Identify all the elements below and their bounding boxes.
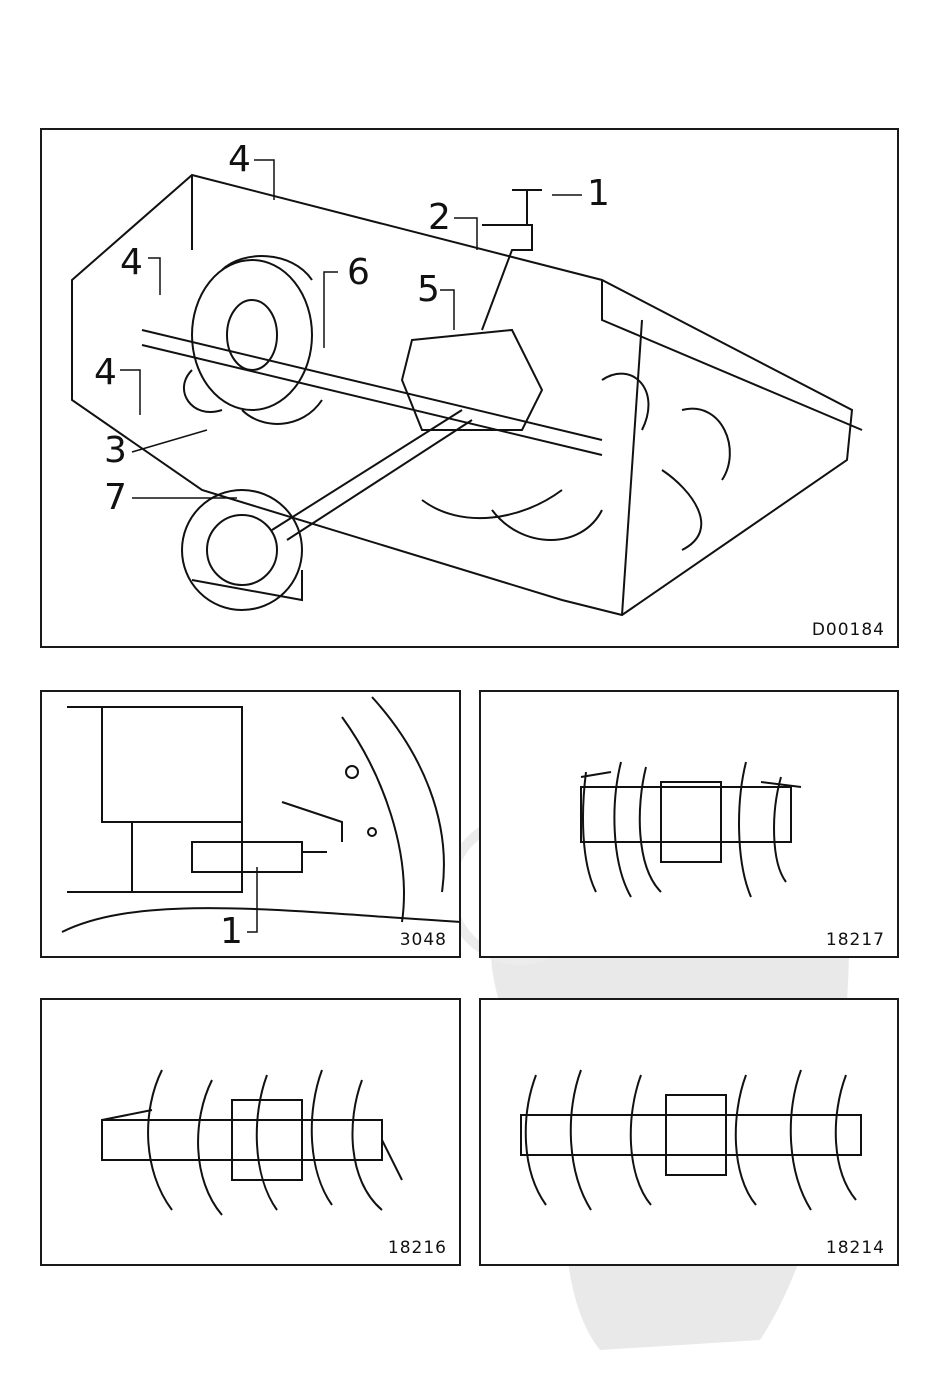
callout-label: 7 [104, 480, 127, 516]
rotary-tiller-drawing [42, 130, 899, 648]
main-exploded-view: 4 1 2 4 5 6 4 3 7 D00184 [40, 128, 899, 648]
callout-label: 5 [417, 272, 440, 308]
callout-label: 4 [120, 245, 143, 281]
figure-code: 18214 [826, 1238, 885, 1258]
gearbox-detail-drawing [42, 692, 461, 958]
detail-figure-18216: 18216 [40, 998, 461, 1266]
callout-label: 1 [220, 914, 243, 950]
callout-label: 3 [104, 433, 127, 469]
rotor-config-drawing [42, 1000, 461, 1266]
detail-figure-3048: 1 3048 [40, 690, 461, 958]
figure-code: 3048 [400, 930, 447, 950]
callout-label: 4 [228, 142, 251, 178]
figure-code: 18217 [826, 930, 885, 950]
detail-figure-18217: 18217 [479, 690, 899, 958]
figure-code: D00184 [812, 620, 885, 640]
detail-figure-18214: 18214 [479, 998, 899, 1266]
rotor-config-drawing [481, 1000, 899, 1266]
rotor-config-drawing [481, 692, 899, 958]
callout-label: 1 [587, 176, 610, 212]
callout-label: 4 [94, 355, 117, 391]
figure-code: 18216 [388, 1238, 447, 1258]
callout-label: 6 [347, 255, 370, 291]
callout-label: 2 [428, 200, 451, 236]
